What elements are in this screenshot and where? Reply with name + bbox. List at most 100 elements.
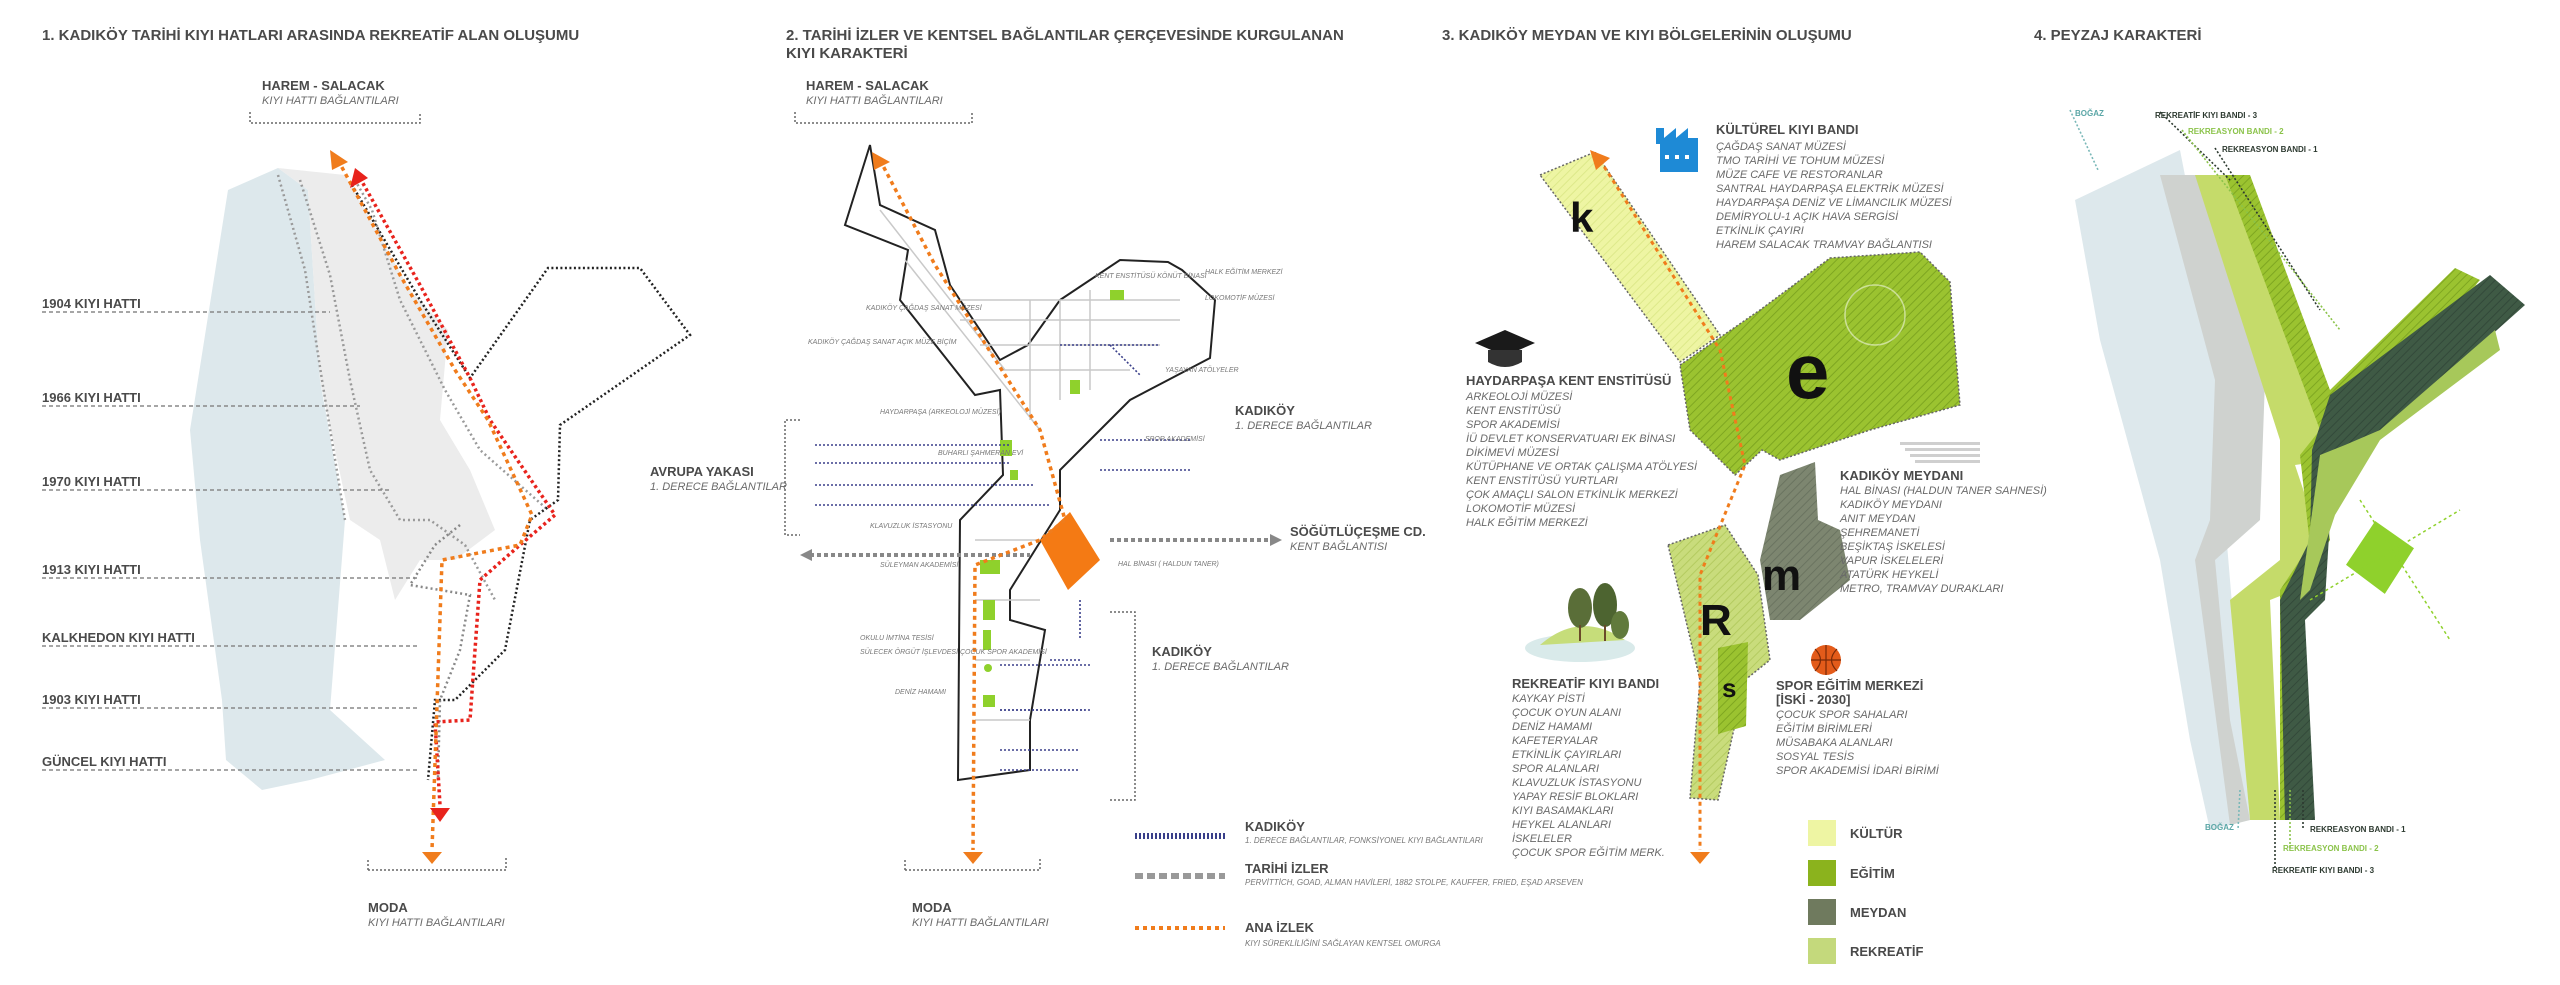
svg-text:MEYDAN: MEYDAN [1850,905,1906,920]
panel-1: 1. KADIKÖY TARİHİ KIYI HATLARI ARASINDA … [42,27,787,929]
p2-top-name: HAREM - SALACAK [806,78,929,93]
svg-text:BEŞİKTAŞ İSKELESİ: BEŞİKTAŞ İSKELESİ [1840,541,1946,553]
p2-bottom-bracket [904,858,1041,871]
meydan-items: HAL BİNASI (HALDUN TANER SAHNESİ) KADIKÖ… [1839,485,2047,595]
red-trace [358,177,558,806]
svg-text:HAYDARPAŞA (ARKEOLOJİ MÜZESİ): HAYDARPAŞA (ARKEOLOJİ MÜZESİ) [880,408,1001,416]
p2-kadikoy-top-name: KADIKÖY [1235,403,1295,418]
p4-top-leaders [2069,109,2341,331]
svg-text:1. DERECE BAĞLANTILAR, FONKSİY: 1. DERECE BAĞLANTILAR, FONKSİYONEL KIYI … [1245,836,1483,845]
rekreatif-items: KAYKAY PİSTİ ÇOCUK OYUN ALANI DENİZ HAMA… [1512,693,1665,859]
svg-text:DENİZ HAMAMI: DENİZ HAMAMI [895,688,946,696]
svg-text:HALK EĞİTİM MERKEZİ: HALK EĞİTİM MERKEZİ [1205,267,1283,276]
letter-R: R [1700,596,1732,645]
svg-text:ÇOCUK SPOR EĞİTİM MERK.: ÇOCUK SPOR EĞİTİM MERK. [1512,846,1665,859]
svg-text:KÜTÜPHANE VE ORTAK ÇALIŞMA ATÖ: KÜTÜPHANE VE ORTAK ÇALIŞMA ATÖLYESİ [1466,461,1698,473]
p2-tiny-labels: KENT ENSTİTÜSÜ KÖNÜT BİNASI HALK EĞİTİM … [808,267,1283,696]
sea-area [190,168,385,790]
p4-bottom-label-3: REKREATİF KIYI BANDI - 3 [2272,866,2375,875]
haydarpasa-items: ARKEOLOJİ MÜZESİ KENT ENSTİTÜSÜ SPOR AKA… [1465,391,1698,529]
p2-top-sub: KIYI HATTI BAĞLANTILARI [806,94,943,107]
svg-text:ÇOK AMAÇLI SALON ETKİNLİK MERK: ÇOK AMAÇLI SALON ETKİNLİK MERKEZİ [1466,489,1679,501]
p2-bottom-sub: KIYI HATTI BAĞLANTILARI [912,916,1049,929]
land-area [278,168,495,600]
svg-text:KIYI SÜREKLİLİĞİNİ SAĞLAYAN KE: KIYI SÜREKLİLİĞİNİ SAĞLAYAN KENTSEL OMUR… [1245,939,1441,948]
panel-2: 2. TARİHİ İZLER VE KENTSEL BAĞLANTILAR Ç… [784,26,1583,948]
coastline-1904: 1904 KIYI HATTI [42,296,141,311]
svg-text:OKULU İMTİNA TESİSİ: OKULU İMTİNA TESİSİ [860,634,935,642]
letter-e: e [1786,327,1829,415]
p3-legend: KÜLTÜR EĞİTİM MEYDAN REKREATİF [1808,820,1923,964]
meydan-title: KADIKÖY MEYDANI [1840,468,1963,483]
historic-arrow-left [800,549,812,561]
svg-text:ÇAĞDAŞ SANAT MÜZESİ: ÇAĞDAŞ SANAT MÜZESİ [1716,140,1847,153]
p1-top-sub: KIYI HATTI BAĞLANTILARI [262,94,399,107]
p4-axis-line-2 [2359,499,2451,641]
svg-text:HAL BİNASI (HALDUN TANER SAHNE: HAL BİNASI (HALDUN TANER SAHNESİ) [1840,485,2047,497]
svg-text:ETKİNLİK ÇAYIRLARI: ETKİNLİK ÇAYIRLARI [1512,749,1621,761]
p2-kadikoy-bottom-sub: 1. DERECE BAĞLANTILAR [1152,660,1289,673]
spor-title-1: SPOR EĞİTİM MERKEZİ [1776,678,1923,693]
svg-text:ÇOCUK OYUN ALANI: ÇOCUK OYUN ALANI [1512,707,1621,719]
p2-sogutlucesme-name: SÖĞÜTLÜÇEŞME CD. [1290,524,1426,539]
svg-text:KAFETERYALAR: KAFETERYALAR [1512,735,1598,747]
coastline-1913: 1913 KIYI HATTI [42,562,141,577]
svg-text:KADIKÖY ÇAĞDAŞ SANAT AÇIK MÜZE: KADIKÖY ÇAĞDAŞ SANAT AÇIK MÜZE BİÇİM [808,337,957,346]
svg-text:ARKEOLOJİ MÜZESİ: ARKEOLOJİ MÜZESİ [1465,391,1573,403]
svg-text:KADIKÖY MEYDANI: KADIKÖY MEYDANI [1840,499,1942,511]
p2-top-bracket [794,112,973,124]
p2-kadikoy-top-sub: 1. DERECE BAĞLANTILAR [1235,419,1372,432]
p3-arrow-down [1690,852,1710,864]
svg-text:METRO, TRAMVAY DURAKLARI: METRO, TRAMVAY DURAKLARI [1840,583,2003,595]
p2-orange-arrow-up [872,152,890,170]
p4-top-label-2: REKREASYON BANDI - 2 [2188,127,2284,136]
steps-icon [1900,442,1980,463]
site-outline [843,144,1217,782]
haydarpasa-title: HAYDARPAŞA KENT ENSTİTÜSÜ [1466,373,1671,388]
svg-text:KENT ENSTİTÜSÜ YURTLARI: KENT ENSTİTÜSÜ YURTLARI [1466,475,1618,487]
spor-items: ÇOCUK SPOR SAHALARI EĞİTİM BİRİMLERİ MÜS… [1776,709,1940,777]
panel-4: 4. PEYZAJ KARAKTERİ BOĞAZ REKREATİF KIYI… [2034,27,2525,875]
svg-text:LOKOMOTİF MÜZESİ: LOKOMOTİF MÜZESİ [1205,294,1276,302]
orange-arrow-down [422,852,442,864]
p4-bottom-label-2: REKREASYON BANDI - 2 [2283,844,2379,853]
svg-text:SPOR AKADEMİSİ: SPOR AKADEMİSİ [1145,435,1206,443]
panel-3: 3. KADIKÖY MEYDAN VE KIYI BÖLGELERİNİN O… [1442,27,2047,964]
graduation-cap-icon [1475,330,1535,367]
band-dark [2280,275,2525,820]
svg-text:HEYKEL ALANLARI: HEYKEL ALANLARI [1512,819,1611,831]
svg-text:ANIT MEYDAN: ANIT MEYDAN [1839,513,1915,525]
p2-left-bracket [784,419,800,536]
panel-1-title: 1. KADIKÖY TARİHİ KIYI HATLARI ARASINDA … [42,27,579,44]
svg-text:KIYI BASAMAKLARI: KIYI BASAMAKLARI [1512,805,1613,817]
svg-text:ANA İZLEK: ANA İZLEK [1245,920,1314,935]
coastline-grey [407,524,472,781]
blue-connections [815,344,1190,771]
p2-bottom-name: MODA [912,900,952,915]
svg-text:HAREM SALACAK TRAMVAY BAĞLANTI: HAREM SALACAK TRAMVAY BAĞLANTISI [1716,238,1932,251]
p4-axis-line [2309,509,2461,601]
red-arrow-up [350,168,368,188]
panel-4-title: 4. PEYZAJ KARAKTERİ [2034,27,2202,44]
svg-text:MÜSABAKA ALANLARI: MÜSABAKA ALANLARI [1776,737,1893,749]
p4-top-label-1: REKREASYON BANDI - 1 [2222,145,2318,154]
letter-s: s [1722,673,1736,703]
p4-square [2343,518,2417,597]
p1-bottom-bracket [367,858,507,871]
trees-icon [1525,583,1635,662]
panel-3-title: 3. KADIKÖY MEYDAN VE KIYI BÖLGELERİNİN O… [1442,27,1852,44]
p1-left-name: AVRUPA YAKASI [650,464,754,479]
svg-text:ÇOCUK SPOR SAHALARI: ÇOCUK SPOR SAHALARI [1776,709,1907,721]
zone-e [1679,251,1961,477]
svg-text:KADIKÖY: KADIKÖY [1245,819,1305,834]
coastline-1970: 1970 KIYI HATTI [42,474,141,489]
kadikoy-square [1040,512,1100,590]
zone-s [1718,642,1748,734]
svg-text:İÜ DEVLET KONSERVATUARI EK BİN: İÜ DEVLET KONSERVATUARI EK BİNASI [1466,433,1675,445]
p1-bottom-sub: KIYI HATTI BAĞLANTILARI [368,916,505,929]
svg-text:HAYDARPAŞA DENİZ VE LİMANCILIK: HAYDARPAŞA DENİZ VE LİMANCILIK MÜZESİ [1716,197,1953,209]
rekreatif-title: REKREATİF KIYI BANDI [1512,676,1659,691]
svg-text:ŞEHREMANETİ: ŞEHREMANETİ [1840,527,1920,539]
band-grey [2160,175,2265,825]
